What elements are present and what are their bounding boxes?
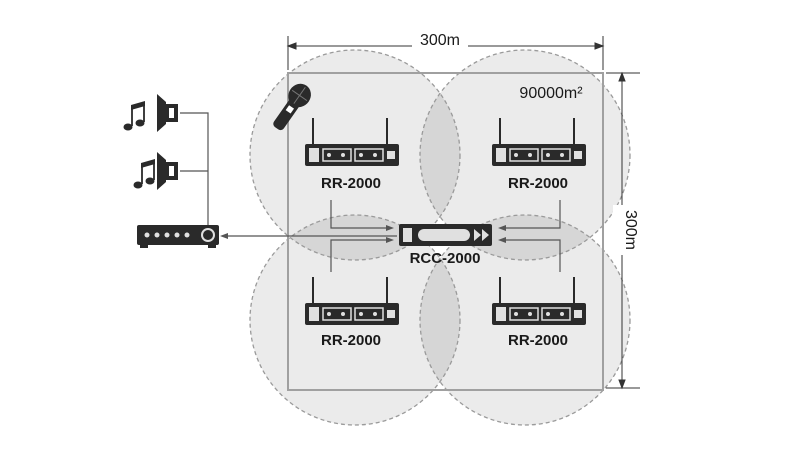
receiver-label: RR-2000 — [508, 175, 568, 192]
speaker-wiring — [180, 112, 209, 225]
receiver-bottom-right: RR-2000 — [491, 276, 587, 349]
speaker-icon — [157, 152, 178, 190]
speaker-icon — [157, 94, 178, 132]
combiner-label: RCC-2000 — [410, 250, 481, 267]
signal-lines — [220, 200, 561, 272]
receiver-label: RR-2000 — [508, 332, 568, 349]
microphone-icon — [273, 83, 311, 131]
width-label: 300m — [420, 32, 460, 49]
amplifier-icon — [137, 225, 219, 248]
receiver-top-right: RR-2000 — [491, 117, 587, 192]
receiver-label: RR-2000 — [321, 332, 381, 349]
combiner-device: RCC-2000 — [399, 224, 492, 267]
area-label: 90000m² — [519, 85, 583, 102]
music-note-icon — [133, 159, 155, 189]
music-note-icon — [123, 101, 145, 131]
coverage-area-square — [287, 72, 604, 391]
receiver-label: RR-2000 — [321, 175, 381, 192]
receiver-top-left: RR-2000 — [304, 117, 400, 192]
height-label: 300m — [622, 210, 639, 250]
receiver-bottom-left: RR-2000 — [304, 276, 400, 349]
